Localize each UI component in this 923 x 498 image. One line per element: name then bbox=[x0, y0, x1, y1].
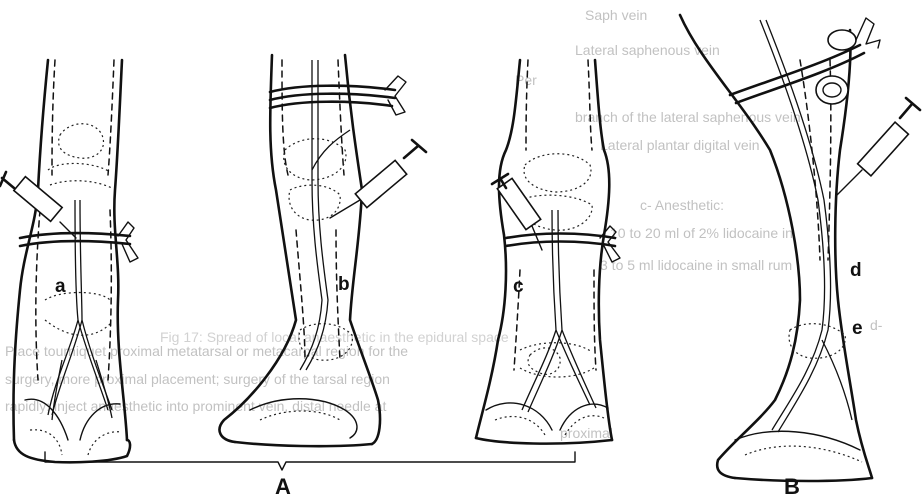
syringe-plunger bbox=[900, 104, 912, 118]
syringe-needle bbox=[60, 222, 76, 238]
syringe-needle bbox=[836, 170, 862, 196]
group-bracket: A B bbox=[45, 452, 800, 498]
limb-a-dash-l bbox=[52, 60, 55, 175]
limb-c-tarsal-bones bbox=[524, 154, 591, 192]
limb-a-tarsal-row bbox=[48, 163, 112, 188]
limb-a-fetlock bbox=[45, 293, 112, 336]
limb-a-dash-r bbox=[108, 60, 114, 175]
limb-d-syringe bbox=[836, 98, 920, 196]
limb-b: b bbox=[220, 55, 426, 446]
label-d: d bbox=[850, 260, 862, 281]
limb-d-tourniquet-knot bbox=[856, 18, 880, 48]
limb-d-front-outline bbox=[680, 15, 800, 478]
bleed-line-6: c- Anesthetic: bbox=[640, 197, 724, 213]
bleed-line-7: 10 to 20 ml of 2% lidocaine in bbox=[610, 225, 793, 241]
bleed-line-5: Lateral plantar digital vein bbox=[600, 137, 760, 153]
limb-d-claws bbox=[735, 431, 860, 450]
limb-c-tourniquet bbox=[506, 234, 615, 247]
limb-b-tourniquet bbox=[270, 86, 395, 108]
limb-b-base bbox=[235, 442, 372, 446]
limb-c-left-outline bbox=[476, 60, 520, 438]
label-b: b bbox=[338, 274, 350, 295]
bleed-para-3: rapidly; inject anaesthetic into promine… bbox=[5, 398, 386, 414]
limb-d-cut-tube-2 bbox=[828, 30, 856, 50]
label-c: c bbox=[513, 276, 524, 297]
syringe-plunger bbox=[404, 146, 418, 158]
bleed-line-9: d- bbox=[870, 317, 883, 333]
background-bleed-text: Saph vein Lateral saphenous vein Per bra… bbox=[5, 7, 883, 441]
syringe-barrel bbox=[858, 122, 909, 176]
limb-c-fetlock bbox=[520, 343, 594, 377]
limb-d-cut-tube bbox=[816, 76, 848, 104]
limb-b-tarsal-bones bbox=[284, 139, 346, 180]
limb-d-base bbox=[735, 478, 872, 481]
limb-b-dash bbox=[282, 60, 344, 175]
limb-d: d e bbox=[680, 15, 920, 481]
syringe-needle bbox=[330, 200, 360, 218]
limb-a-claw-detail bbox=[30, 430, 122, 455]
bleed-line-4: branch of the lateral saphenous vein bbox=[575, 109, 801, 125]
label-a: a bbox=[55, 276, 66, 297]
syringe-needle bbox=[532, 226, 542, 250]
group-label-A: A bbox=[275, 474, 291, 498]
syringe-barrel bbox=[355, 160, 406, 207]
bleed-para-4: proximal bbox=[560, 425, 613, 441]
limb-a-tarsal-bones bbox=[59, 124, 104, 159]
limb-b-vein-2 bbox=[306, 60, 328, 370]
group-label-B: B bbox=[784, 474, 800, 498]
limb-b-tarsal-row bbox=[289, 185, 340, 220]
limb-b-tourniquet-knot bbox=[385, 76, 406, 115]
label-e: e bbox=[852, 318, 863, 339]
limb-d-claw-detail bbox=[745, 446, 862, 462]
bleed-line-8: 3 to 5 ml lidocaine in small rum bbox=[600, 257, 792, 273]
bleed-line-1: Saph vein bbox=[585, 7, 647, 23]
limb-b-syringe bbox=[330, 140, 426, 218]
limb-d-vein-branch bbox=[822, 340, 852, 420]
limb-a-hoof-base bbox=[14, 440, 130, 462]
bracket-line bbox=[45, 452, 575, 470]
